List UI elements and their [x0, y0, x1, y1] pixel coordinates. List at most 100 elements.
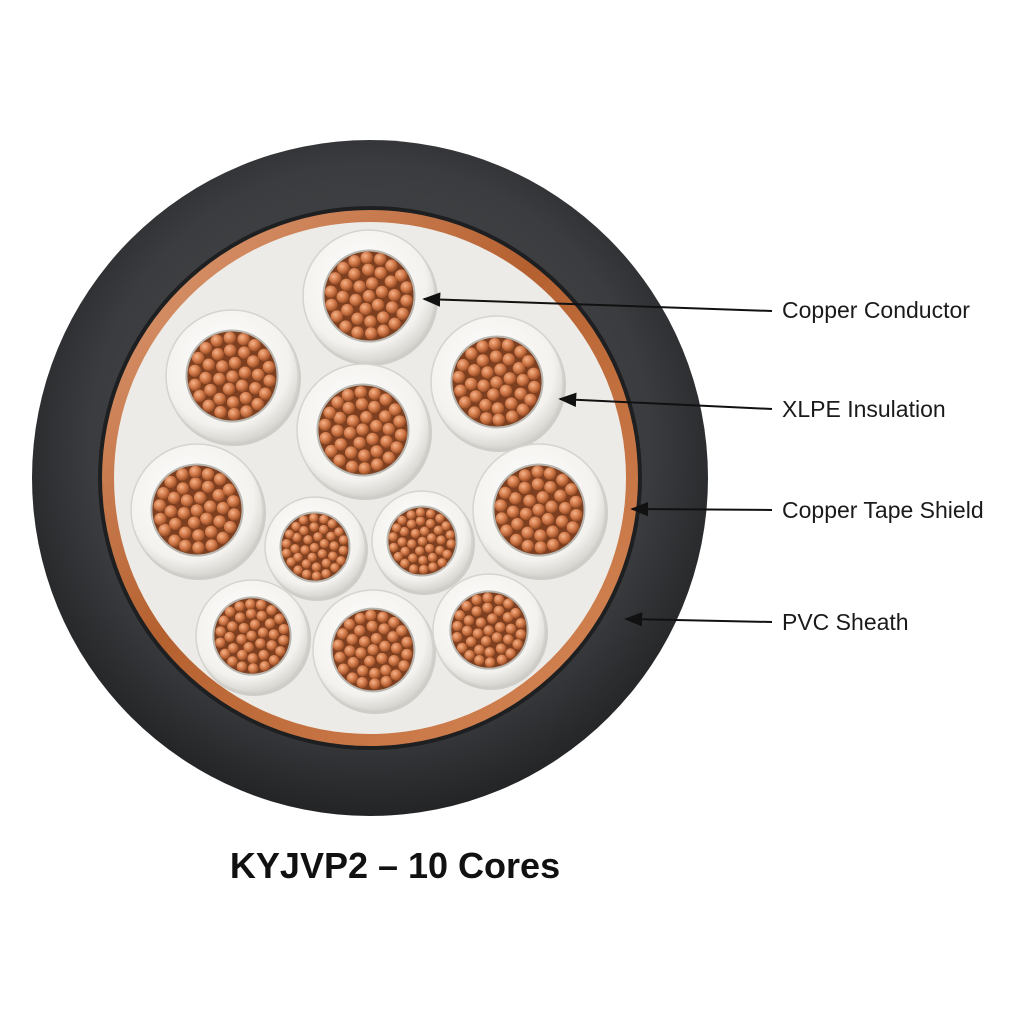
copper-strand — [333, 454, 346, 467]
copper-strand — [188, 364, 201, 377]
copper-strand — [493, 605, 505, 617]
copper-strand — [360, 411, 373, 424]
copper-strand — [251, 368, 265, 381]
copper-strand — [258, 649, 269, 661]
copper-strand — [428, 562, 438, 572]
copper-strand — [236, 649, 248, 661]
copper-strand — [374, 253, 387, 266]
copper-strand — [366, 620, 378, 632]
copper-strand — [317, 549, 327, 559]
copper-strand — [406, 510, 416, 520]
copper-strand — [201, 468, 215, 481]
copper-strand — [164, 505, 177, 518]
copper-strand — [321, 569, 331, 579]
copper-strand — [318, 418, 332, 431]
copper-strand — [200, 512, 213, 525]
copper-strand — [528, 380, 541, 394]
copper-strand — [213, 392, 226, 406]
copper-strand — [543, 467, 557, 480]
copper-strand — [393, 551, 403, 562]
copper-strand — [343, 618, 356, 631]
copper-strand — [407, 539, 417, 549]
copper-strand — [329, 272, 342, 285]
copper-strand — [481, 366, 494, 379]
copper-strand — [385, 301, 399, 314]
copper-strand — [376, 652, 388, 665]
copper-strand — [356, 423, 369, 436]
copper-strand — [319, 432, 332, 445]
copper-strand — [325, 298, 338, 312]
copper-strand — [212, 489, 225, 502]
copper-strand — [474, 644, 485, 656]
copper-strand — [245, 608, 257, 620]
copper-strand — [334, 438, 347, 451]
copper-strand — [238, 346, 251, 359]
copper-strand — [400, 546, 410, 556]
copper-strand — [475, 617, 487, 628]
copper-strand — [216, 531, 229, 545]
copper-tape-shield-label: Copper Tape Shield — [782, 497, 984, 523]
copper-strand — [375, 285, 389, 299]
copper-strand — [227, 621, 238, 632]
copper-strand — [385, 259, 398, 272]
copper-strand — [367, 644, 379, 656]
copper-strand — [345, 460, 359, 473]
copper-strand — [437, 558, 447, 568]
copper-strand — [417, 536, 428, 546]
copper-strand — [474, 654, 485, 666]
copper-strand — [464, 650, 475, 661]
copper-strand — [354, 612, 366, 625]
copper-strand — [311, 562, 322, 572]
copper-strand — [509, 492, 522, 505]
copper-strand — [536, 491, 549, 504]
copper-strand — [368, 387, 381, 401]
copper-strand — [157, 487, 170, 500]
copper-strand — [330, 563, 340, 573]
copper-strand — [213, 515, 226, 528]
copper-strand — [436, 535, 446, 545]
copper-strand — [360, 251, 373, 264]
copper-strand — [463, 615, 475, 626]
copper-strand — [319, 539, 329, 549]
copper-strand — [512, 362, 526, 375]
copper-strand — [406, 519, 417, 529]
copper-strand — [364, 327, 378, 340]
copper-strand — [476, 354, 489, 367]
copper-strand — [164, 475, 177, 489]
copper-strand — [243, 642, 254, 653]
copper-strand — [380, 435, 393, 448]
copper-strand — [464, 377, 478, 391]
copper-strand — [390, 441, 403, 454]
copper-strand — [382, 451, 396, 464]
copper-strand — [499, 486, 512, 500]
copper-strand — [409, 564, 419, 574]
copper-strand — [246, 630, 257, 641]
copper-strand — [499, 384, 513, 397]
copper-strand — [531, 465, 544, 478]
copper-strand — [201, 480, 215, 494]
copper-strand — [493, 594, 505, 605]
copper-strand — [328, 551, 338, 561]
copper-strand — [309, 513, 319, 523]
copper-strand — [338, 545, 348, 556]
copper-strand — [401, 636, 413, 648]
copper-strand — [356, 676, 368, 689]
copper-strand — [216, 501, 230, 515]
copper-strand — [204, 500, 217, 513]
copper-strand — [510, 607, 521, 619]
copper-strand — [505, 397, 518, 410]
copper-strand — [370, 632, 383, 645]
copper-strand — [255, 638, 266, 649]
copper-strand — [415, 546, 425, 556]
copper-strand — [454, 384, 467, 397]
copper-strand — [313, 532, 323, 542]
copper-strand — [202, 358, 215, 371]
copper-strand — [554, 489, 567, 502]
copper-strand — [247, 355, 260, 368]
copper-strand — [477, 379, 490, 392]
copper-strand — [213, 473, 227, 486]
copper-strand — [377, 324, 390, 337]
copper-strand — [468, 406, 481, 419]
copper-strand — [398, 660, 410, 672]
copper-strand — [471, 606, 482, 617]
